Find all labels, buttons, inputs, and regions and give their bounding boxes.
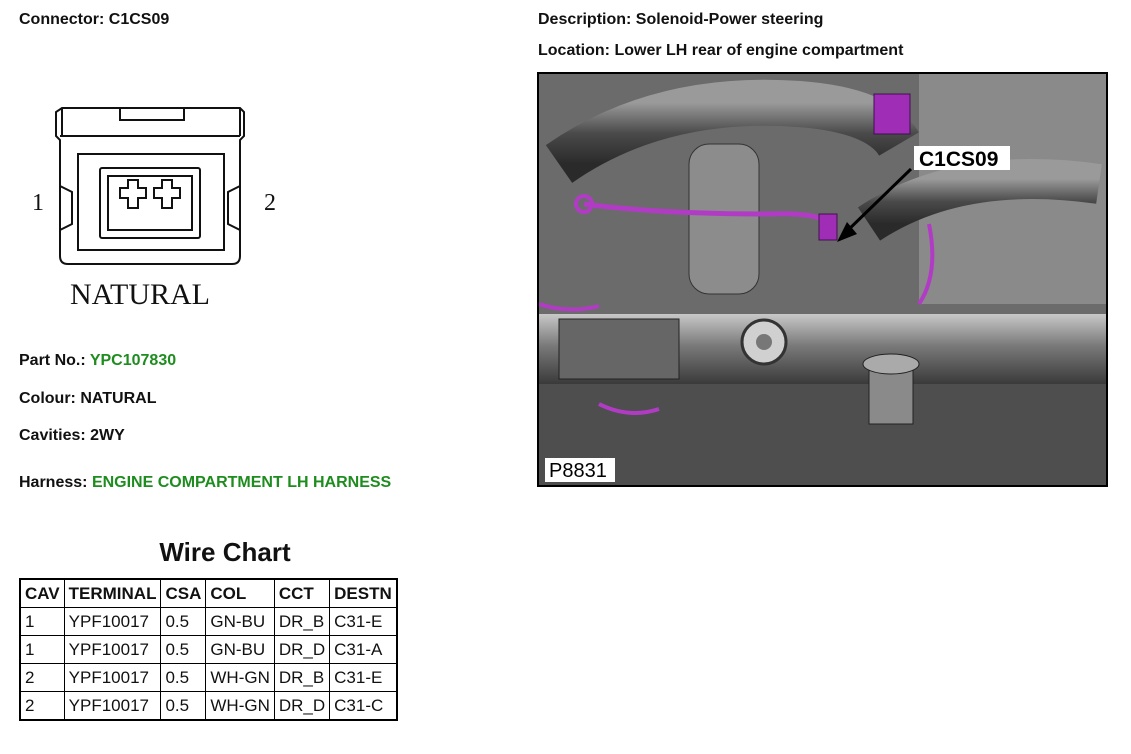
cell-cav: 2 <box>19 663 65 692</box>
cell-cav: 2 <box>19 691 65 721</box>
cell-terminal: YPF10017 <box>63 663 162 692</box>
cell-csa: 0.5 <box>160 607 207 636</box>
col-header-terminal: TERMINAL <box>63 578 162 608</box>
part-no-line: Part No.: YPC107830 <box>19 352 176 370</box>
colour-value: NATURAL <box>80 390 157 407</box>
cell-csa: 0.5 <box>160 635 207 664</box>
cell-cav: 1 <box>19 635 65 664</box>
cell-col: GN-BU <box>205 635 275 664</box>
col-header-cct: CCT <box>273 578 331 608</box>
wire-chart-title: Wire Chart <box>159 537 291 567</box>
description-value: Solenoid-Power steering <box>635 11 824 28</box>
cell-cct: DR_B <box>273 663 331 692</box>
cell-terminal: YPF10017 <box>63 607 162 636</box>
part-no-label: Part No.: <box>19 352 86 369</box>
cavities-line: Cavities: 2WY <box>19 427 125 445</box>
col-header-col: COL <box>205 578 275 608</box>
wire-chart-header-row: CAV TERMINAL CSA COL CCT DESTN <box>19 578 398 608</box>
diagram-colour-label: NATURAL <box>70 278 210 311</box>
cell-terminal: YPF10017 <box>63 635 162 664</box>
cell-terminal: YPF10017 <box>63 691 162 721</box>
cell-col: WH-GN <box>205 691 275 721</box>
part-no-link[interactable]: YPC107830 <box>89 352 177 369</box>
table-row: 1 YPF10017 0.5 GN-BU DR_B C31-E <box>19 607 398 636</box>
cavities-value: 2WY <box>90 427 125 444</box>
table-row: 2 YPF10017 0.5 WH-GN DR_B C31-E <box>19 663 398 692</box>
location-label: Location: <box>538 42 610 59</box>
cell-destn: C31-A <box>329 635 398 664</box>
harness-label: Harness: <box>19 474 88 491</box>
cell-cct: DR_B <box>273 607 331 636</box>
col-header-cav: CAV <box>19 578 65 608</box>
cavities-label: Cavities: <box>19 427 86 444</box>
pin-2-label: 2 <box>264 190 276 216</box>
cell-destn: C31-E <box>329 663 398 692</box>
table-row: 2 YPF10017 0.5 WH-GN DR_D C31-C <box>19 691 398 721</box>
description-label: Description: <box>538 11 632 28</box>
cell-csa: 0.5 <box>160 663 207 692</box>
col-header-csa: CSA <box>160 578 207 608</box>
engine-bay-illustration: C1CS09 P8831 <box>539 74 1106 485</box>
harness-link[interactable]: ENGINE COMPARTMENT LH HARNESS <box>91 474 392 491</box>
location-line: Location: Lower LH rear of engine compar… <box>538 42 903 60</box>
connector-face-diagram: 1 2 NATURAL <box>32 107 276 311</box>
colour-line: Colour: NATURAL <box>19 390 156 408</box>
cell-col: GN-BU <box>205 607 275 636</box>
col-header-destn: DESTN <box>329 578 398 608</box>
connector-value: C1CS09 <box>108 11 170 28</box>
cell-cav: 1 <box>19 607 65 636</box>
wire-chart-table: CAV TERMINAL CSA COL CCT DESTN 1 YPF1001… <box>19 578 398 721</box>
location-value: Lower LH rear of engine compartment <box>614 42 904 59</box>
connector-line: Connector: C1CS09 <box>19 11 169 29</box>
table-row: 1 YPF10017 0.5 GN-BU DR_D C31-A <box>19 635 398 664</box>
photo-ref-label: P8831 <box>549 460 607 482</box>
cell-csa: 0.5 <box>160 691 207 721</box>
cell-destn: C31-C <box>329 691 398 721</box>
cell-cct: DR_D <box>273 691 331 721</box>
cell-destn: C31-E <box>329 607 398 636</box>
photo-callout-label: C1CS09 <box>919 148 998 171</box>
colour-label: Colour: <box>19 390 76 407</box>
pin-1-label: 1 <box>32 190 44 216</box>
description-line: Description: Solenoid-Power steering <box>538 11 823 29</box>
cell-cct: DR_D <box>273 635 331 664</box>
connector-label: Connector: <box>19 11 105 28</box>
harness-line: Harness: ENGINE COMPARTMENT LH HARNESS <box>19 474 391 492</box>
location-photo: C1CS09 P8831 <box>537 72 1108 487</box>
cell-col: WH-GN <box>205 663 275 692</box>
